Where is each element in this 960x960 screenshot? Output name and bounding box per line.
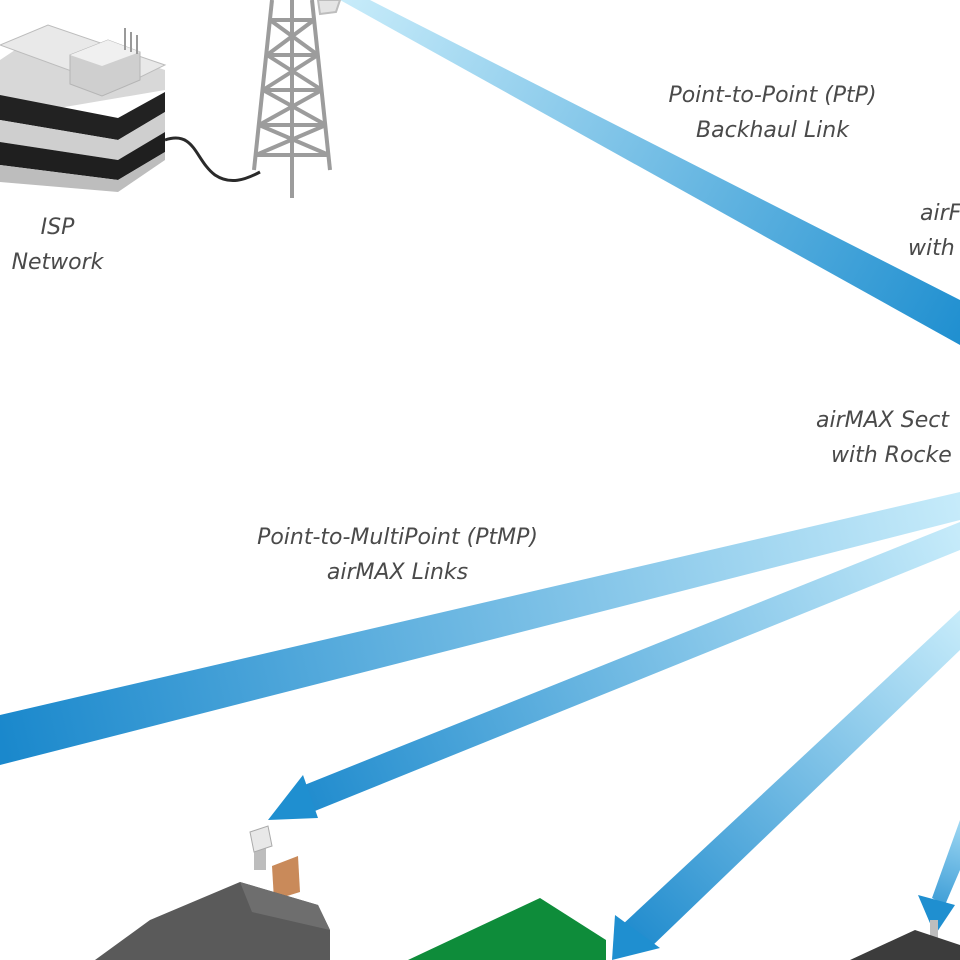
house-icon — [408, 898, 606, 960]
ptmp-label-line1: Point-to-MultiPoint (PtMP) — [257, 525, 538, 550]
ptp-label-line2: Backhaul Link — [696, 118, 849, 143]
tower-icon — [252, 0, 342, 198]
house-icon — [95, 825, 330, 960]
isp-label-line2: Network — [11, 250, 104, 275]
ptp-backhaul-link — [340, 0, 960, 345]
house-icon — [850, 920, 960, 960]
ptmp-link-2 — [292, 522, 960, 815]
ptmp-link-4-arrowhead — [918, 895, 955, 935]
isp-network-label: ISP Network — [0, 210, 115, 280]
airmax-sector-label: airMAX Sect with Rocke — [816, 403, 960, 473]
ptmp-link-1 — [0, 492, 960, 765]
ptmp-link-3 — [622, 610, 960, 948]
ptmp-link-2-arrowhead — [268, 775, 318, 820]
ptmp-links-label: Point-to-MultiPoint (PtMP) airMAX Links — [220, 520, 575, 590]
isp-label-line1: ISP — [40, 215, 75, 240]
airfiber-label-line1: airF — [920, 201, 960, 226]
ptmp-link-3-arrowhead — [612, 915, 660, 960]
ptp-label-line1: Point-to-Point (PtP) — [668, 83, 877, 108]
ptp-link-label: Point-to-Point (PtP) Backhaul Link — [640, 78, 905, 148]
ptmp-label-line2: airMAX Links — [326, 560, 469, 585]
airfiber-label-line2: with — [908, 236, 955, 261]
ptmp-link-4 — [932, 820, 960, 905]
airfiber-label: airF with — [908, 196, 960, 266]
sector-label-line2: with Rocke — [831, 443, 952, 468]
sector-label-line1: airMAX Sect — [816, 408, 949, 433]
isp-building-icon — [0, 24, 261, 192]
